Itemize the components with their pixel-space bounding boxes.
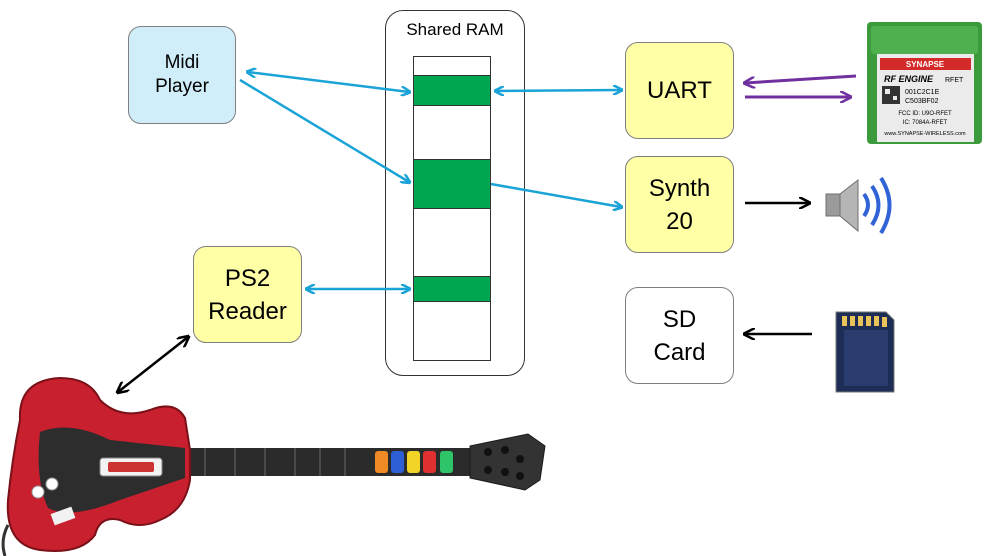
rf-id1-text: 001C2C1E [905,89,940,96]
rf-url-text: www.SYNAPSE-WIRELESS.com [883,131,966,137]
uart-label: UART [647,77,712,104]
arrow-guitar-ps2 [118,337,188,392]
rf-ic-text: IC: 7084A-RFET [903,120,948,126]
ram-block-uart [413,75,491,106]
speaker-icon [825,176,892,235]
arrow-midi-to-ram-block1 [248,72,409,92]
ps2-reader-label: PS2 Reader [208,264,287,325]
midi-player-label: Midi Player [155,52,209,97]
synth-box: Synth 20 [625,156,734,253]
arrow-midi-to-ram-block2 [239,78,409,182]
ps2-reader-box: PS2 Reader [193,246,302,343]
guitar-controller-icon [1,376,546,556]
rf-fcc-text: FCC ID: U9O-RFET [898,111,952,117]
arrow-ram-to-uart [496,90,621,91]
rf-engine-module-icon: SYNAPSE RF ENGINE RFET 001C2C1E C503BF02… [867,22,982,144]
sd-card-icon [835,311,895,393]
rf-model-text: RFET [945,77,964,84]
rf-engine-text: RF ENGINE [884,74,934,84]
shared-ram-label: Shared RAM [406,20,504,39]
rf-brand-text: SYNAPSE [906,60,945,69]
arrow-ram-to-synth [490,182,621,207]
rf-id2-text: C503BF02 [905,98,939,105]
synth-label: Synth 20 [648,174,711,235]
sd-card-box: SD Card [625,287,734,384]
shared-ram-container [385,10,525,376]
ram-block-synth [413,159,491,209]
sd-card-label: SD Card [653,305,706,366]
arrow-rf-to-uart [745,74,857,83]
uart-box: UART [625,42,734,139]
ram-block-ps2 [413,276,491,302]
midi-player-box: Midi Player [128,26,236,124]
